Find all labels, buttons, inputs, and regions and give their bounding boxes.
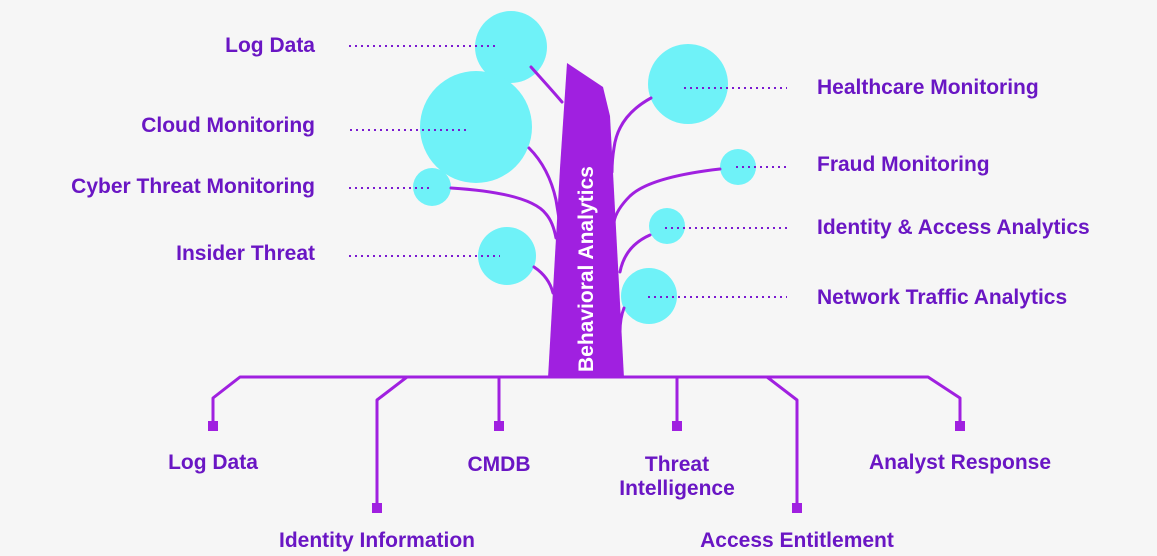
label-cyber-threat-monitoring: Cyber Threat Monitoring <box>71 175 315 198</box>
branch-log-data <box>529 65 564 104</box>
root-label-cmdb: CMDB <box>467 453 531 476</box>
root-bar <box>211 375 962 426</box>
trunk-label: Behavioral Analytics <box>575 166 598 372</box>
root-marker <box>208 421 218 431</box>
root-access-entitlement <box>766 375 799 508</box>
label-healthcare-monitoring: Healthcare Monitoring <box>817 76 1039 99</box>
label-network-traffic-analytics: Network Traffic Analytics <box>817 286 1068 309</box>
root-end-markers <box>208 421 965 513</box>
branch-insider-threat <box>532 265 555 295</box>
root-label-access-entitlement: Access Entitlement <box>700 529 894 552</box>
leaf-log-data <box>475 11 547 83</box>
root-marker <box>372 503 382 513</box>
root-marker <box>672 421 682 431</box>
label-identity-access-analytics: Identity & Access Analytics <box>817 216 1090 239</box>
branch-cyber-threat <box>449 186 558 240</box>
root-marker <box>955 421 965 431</box>
branch-healthcare <box>610 96 653 174</box>
branch-identity-access <box>618 233 652 274</box>
leaf-identity-access-analytics <box>649 208 685 244</box>
root-label-identity-information: Identity Information <box>279 529 475 552</box>
root-marker <box>792 503 802 513</box>
leaf-healthcare-monitoring <box>648 44 728 124</box>
leaf-insider-threat <box>478 227 536 285</box>
dotted-connectors <box>349 45 787 298</box>
label-fraud-monitoring: Fraud Monitoring <box>817 153 990 176</box>
branch-fraud <box>612 167 722 224</box>
label-log-data: Log Data <box>225 34 315 57</box>
root-identity-information <box>375 375 408 508</box>
leaf-circles <box>413 11 756 324</box>
label-insider-threat: Insider Threat <box>176 242 315 265</box>
root-label-threat-intelligence: Threat Intelligence <box>619 453 735 500</box>
root-label-log-data: Log Data <box>168 451 258 474</box>
label-cloud-monitoring: Cloud Monitoring <box>141 114 315 137</box>
root-marker <box>494 421 504 431</box>
root-label-analyst-response: Analyst Response <box>868 451 1052 474</box>
leaf-cyber-threat-monitoring <box>413 168 451 206</box>
trunk-shape <box>548 63 624 378</box>
leaf-cloud-monitoring <box>420 71 532 183</box>
root-lines <box>211 375 962 508</box>
